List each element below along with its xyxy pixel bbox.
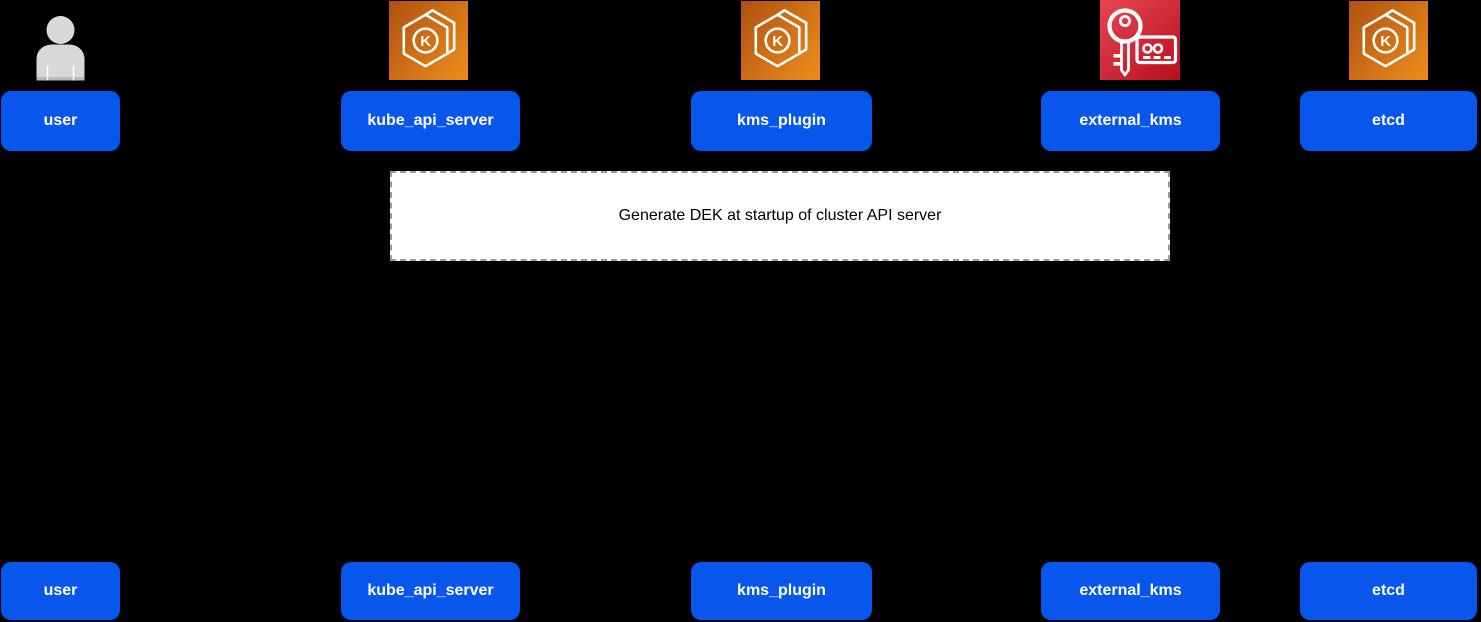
participant-kube-api-server-bottom: kube_api_server [341, 562, 520, 620]
participant-external-kms-bottom: external_kms [1041, 562, 1220, 620]
participant-label: etcd [1372, 582, 1405, 599]
sequence-note: Generate DEK at startup of cluster API s… [390, 171, 1170, 261]
eks-icon: K [741, 1, 820, 80]
eks-letter: K [772, 34, 783, 50]
participant-label: kms_plugin [737, 582, 826, 599]
participant-label: external_kms [1079, 112, 1182, 129]
eks-icon: K [1349, 1, 1428, 80]
participant-label: external_kms [1079, 582, 1182, 599]
participant-label: user [43, 112, 78, 129]
participant-label: user [43, 582, 78, 599]
participant-user-bottom: user [1, 562, 120, 620]
participant-user-top: user [1, 91, 120, 151]
note-text: Generate DEK at startup of cluster API s… [618, 207, 942, 224]
person-icon [36, 16, 85, 81]
participant-external-kms-top: external_kms [1041, 91, 1220, 151]
participant-label: kube_api_server [367, 112, 494, 129]
participant-kms-plugin-bottom: kms_plugin [691, 562, 872, 620]
participant-label: kms_plugin [737, 112, 826, 129]
participant-etcd-top: etcd [1300, 91, 1477, 151]
kms-key-icon [1100, 0, 1180, 80]
eks-letter: K [420, 34, 431, 50]
participant-label: kube_api_server [367, 582, 494, 599]
participant-kube-api-server-top: kube_api_server [341, 91, 520, 151]
participant-kms-plugin-top: kms_plugin [691, 91, 872, 151]
participant-etcd-bottom: etcd [1300, 562, 1477, 620]
eks-letter: K [1380, 34, 1391, 50]
participant-label: etcd [1372, 112, 1405, 129]
eks-icon: K [389, 1, 468, 80]
